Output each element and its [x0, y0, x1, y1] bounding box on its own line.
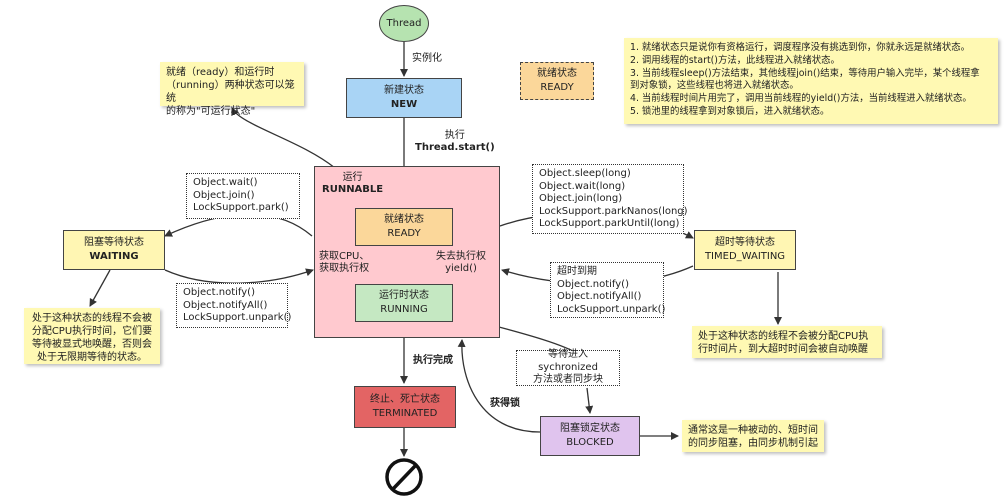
- edge-label-get-lock: 获得锁: [490, 398, 520, 409]
- ready-explanation-line: 3. 当前线程sleep()方法结束，其他线程join()结束，等待用户输入完毕…: [630, 67, 980, 79]
- blocked-note-line: 通常这是一种被动的、短时间: [688, 425, 818, 436]
- state-waiting: 阻塞等待状态 WAITING: [63, 230, 165, 270]
- state-ready-title: 就绪状态: [384, 214, 424, 225]
- state-timed-waiting-title: 超时等待状态: [715, 237, 775, 248]
- method-item: Object.notifyAll(): [183, 299, 268, 311]
- waiting-note-line: 等待被显式地唤醒，否则会: [32, 339, 152, 350]
- waiting-note: 处于这种状态的线程不会被 分配CPU执行时间，它们要 等待被显式地唤醒，否则会 …: [24, 308, 160, 364]
- state-running-title: 运行时状态: [379, 290, 429, 301]
- method-item: Object.join(long): [539, 193, 623, 204]
- state-ready-code: READY: [387, 228, 421, 239]
- from-waiting-methods: Object.notify() Object.notifyAll() LockS…: [176, 283, 292, 328]
- sync-entry-line: 方法或者同步块: [533, 374, 603, 386]
- state-waiting-title: 阻塞等待状态: [84, 237, 144, 248]
- timed-note-line: 处于这种状态的线程不会被分配CPU执: [698, 331, 869, 342]
- method-item: 超时到期: [557, 266, 597, 277]
- state-waiting-code: WAITING: [89, 251, 139, 262]
- to-waiting-methods: Object.wait() Object.join() LockSupport.…: [186, 173, 300, 219]
- method-item: LockSupport.unpark(): [557, 303, 666, 315]
- ready-legend-box: 就绪状态 READY: [520, 62, 594, 100]
- ready-explanation-line: 2. 调用线程的start()方法，此线程进入就绪状态。: [630, 54, 840, 66]
- method-item: Object.sleep(long): [539, 168, 631, 179]
- edge-label-done: 执行完成: [413, 355, 453, 366]
- ready-explanation-line: 5. 锁池里的线程拿到对象锁后，进入就绪状态。: [630, 105, 830, 117]
- edge-label-acquire-line1: 获取CPU、: [319, 251, 370, 262]
- state-runnable-title: 运行: [342, 172, 363, 183]
- method-item: LockSupport.unpark(): [183, 312, 292, 323]
- method-item: Object.notify(): [183, 287, 255, 298]
- state-terminated-code: TERMINATED: [372, 408, 438, 419]
- to-timed-waiting-methods: Object.sleep(long) Object.wait(long) Obj…: [532, 164, 688, 234]
- blocked-note-line: 的同步阻塞，由同步机制引起: [688, 438, 818, 449]
- state-runnable-code: RUNNABLE: [322, 184, 384, 195]
- blocked-note: 通常这是一种被动的、短时间 的同步阻塞，由同步机制引起: [682, 420, 824, 452]
- ready-legend-code: READY: [540, 82, 574, 93]
- start-node-label: Thread: [386, 17, 422, 29]
- state-running-code: RUNNING: [380, 304, 428, 315]
- method-item: Object.join(): [193, 189, 255, 201]
- method-item: LockSupport.parkUntil(long): [539, 218, 680, 229]
- state-timed-waiting-code: TIMED_WAITING: [704, 251, 786, 262]
- runnable-note-line: 的称为"可运行状态": [166, 106, 256, 117]
- method-item: LockSupport.parkNanos(long): [539, 205, 688, 217]
- method-item: Object.wait(): [193, 177, 258, 188]
- runnable-note-line: 就绪（ready）和运行时: [166, 67, 275, 78]
- edge-label-acquire-line2: 获取执行权: [319, 263, 370, 274]
- ready-explanation-line: 到对象锁，这些线程也将进入就绪状态。: [630, 80, 799, 92]
- state-terminated-title: 终止、死亡状态: [370, 394, 440, 405]
- timed-waiting-note: 处于这种状态的线程不会被分配CPU执 行时间片，到大超时时间会被自动唤醒: [692, 326, 882, 358]
- timed-note-line: 行时间片，到大超时时间会被自动唤醒: [698, 344, 868, 355]
- ready-explanation-note: 1. 就绪状态只是说你有资格运行，调度程序没有挑选到你，你就永远是就绪状态。 2…: [624, 38, 998, 124]
- edge-label-acquire-cpu: 获取CPU、 获取执行权: [319, 251, 369, 275]
- method-item: Object.wait(long): [539, 180, 626, 192]
- sync-entry-line: 等待进入sychronized: [538, 349, 598, 373]
- edge-label-lose-line2: yield(): [445, 263, 477, 274]
- ready-explanation-line: 1. 就绪状态只是说你有资格运行，调度程序没有挑选到你，你就永远是就绪状态。: [630, 42, 971, 53]
- edge-label-start: 执行 Thread.start(): [415, 130, 495, 154]
- runnable-note: 就绪（ready）和运行时 （running）两种状态可以笼统 的称为"可运行状…: [160, 62, 304, 117]
- state-blocked: 阻塞锁定状态 BLOCKED: [540, 416, 640, 456]
- state-blocked-code: BLOCKED: [566, 437, 614, 448]
- ready-legend-title: 就绪状态: [537, 68, 577, 79]
- edge-label-instantiate: 实例化: [412, 53, 442, 64]
- state-timed-waiting: 超时等待状态 TIMED_WAITING: [694, 230, 796, 270]
- runnable-note-line: （running）两种状态可以笼统: [166, 80, 295, 104]
- method-item: Object.notifyAll(): [557, 291, 642, 302]
- start-node-thread: Thread: [379, 5, 429, 42]
- method-item: Object.notify(): [557, 278, 629, 290]
- method-item: LockSupport.park(): [193, 202, 289, 213]
- state-terminated: 终止、死亡状态 TERMINATED: [354, 386, 456, 428]
- waiting-note-line: 处于无限期等待的状态。: [37, 352, 147, 363]
- from-timed-waiting-methods: 超时到期 Object.notify() Object.notifyAll() …: [550, 262, 666, 318]
- ready-explanation-line: 4. 当前线程时间片用完了，调用当前线程的yield()方法，当前线程进入就绪状…: [630, 93, 972, 105]
- waiting-note-line: 分配CPU执行时间，它们要: [31, 326, 153, 337]
- edge-label-lose-line1: 失去执行权: [436, 251, 486, 262]
- state-new-code: NEW: [390, 99, 418, 110]
- state-ready: 就绪状态 READY: [355, 208, 453, 246]
- waiting-note-line: 处于这种状态的线程不会被: [32, 313, 152, 324]
- state-blocked-title: 阻塞锁定状态: [560, 423, 620, 434]
- state-new-title: 新建状态: [384, 85, 424, 96]
- sync-entry-box: 等待进入sychronized 方法或者同步块: [516, 349, 620, 386]
- edge-label-start-line2: Thread.start(): [415, 142, 495, 153]
- state-runnable-label: 运行 RUNNABLE: [322, 172, 383, 196]
- edge-label-lose-cpu: 失去执行权 yield(): [436, 251, 486, 275]
- edge-label-start-line1: 执行: [444, 130, 465, 141]
- state-new: 新建状态 NEW: [346, 78, 462, 118]
- state-running: 运行时状态 RUNNING: [355, 284, 453, 322]
